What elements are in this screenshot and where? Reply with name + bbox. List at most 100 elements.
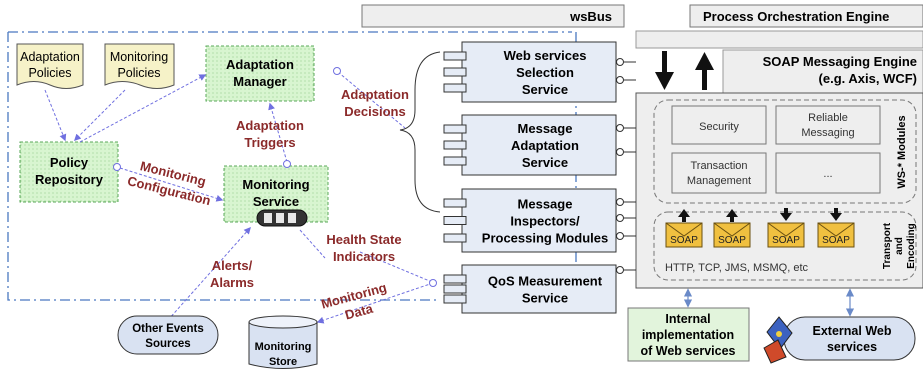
adaptation-policies-line1: Adaptation [20, 50, 80, 64]
other-events-line1: Other Events [132, 323, 204, 335]
trigger-port [283, 160, 291, 168]
policy-repository-line2: Repository [35, 172, 104, 187]
wsbus-bar: wsBus [361, 4, 625, 28]
alerts-alarms-line1: Alerts/ [212, 258, 253, 273]
message-inspectors-modules-label-2: Inspectors/ [510, 214, 580, 229]
monitoring-store-line1: Monitoring [255, 341, 312, 353]
adaptation-manager: Adaptation Manager [205, 45, 315, 102]
component-tab [443, 233, 467, 243]
ws-modules-group: Security Reliable Messaging Transaction … [653, 99, 917, 204]
monitoring-service-line1: Monitoring [242, 177, 309, 192]
down-arrow-icon [780, 213, 792, 221]
adaptation-policies-line2: Policies [28, 66, 71, 80]
up-arrow-icon [678, 209, 690, 217]
reliable-label-1: Reliable [808, 112, 848, 124]
adaptation-decisions-line1: Adaptation [341, 87, 409, 102]
component-tab [443, 83, 467, 93]
soap-engine-subtitle: (e.g. Axis, WCF) [819, 71, 917, 86]
other-events-line2: Sources [145, 338, 190, 350]
interface-lollipop [616, 58, 636, 66]
transport-side-label-1: Transport [882, 222, 893, 269]
repo-port [113, 163, 121, 171]
soap-envelope-icon: SOAP [665, 209, 703, 248]
qos-measurement-service-label-1: QoS Measurement [488, 274, 603, 289]
transport-encoding-group: SOAP SOAP SOAP SOAP HTTP, TCP, JMS, MSMQ, e… [653, 208, 917, 281]
external-web-services: External Web services [783, 316, 916, 361]
process-orchestration-bar: Process Orchestration Engine [689, 4, 923, 28]
qos-port [429, 279, 437, 287]
adaptation-decisions-line2: Decisions [344, 104, 405, 119]
web-service-cloud-icon [763, 316, 793, 364]
internal-impl-line3: of Web services [641, 344, 736, 358]
transaction-label-2: Management [687, 175, 751, 187]
adaptation-manager-line1: Adaptation [226, 57, 294, 72]
alerts-connector [167, 226, 251, 321]
monitoring-config-connector [119, 167, 224, 202]
message-adaptation-service-label-1: Message [518, 121, 573, 136]
internal-impl-line2: implementation [642, 328, 734, 342]
health-state-line1: Health State [326, 232, 401, 247]
soap-envelope-icon: SOAP [817, 208, 855, 248]
other-events-sources: Other Events Sources [117, 315, 219, 355]
interface-lollipop [616, 124, 636, 132]
soap-envelope-label: SOAP [772, 235, 800, 246]
soap-envelope-icon: SOAP [713, 209, 751, 248]
message-adaptation-service-label-3: Service [522, 155, 568, 170]
internal-implementation: Internal implementation of Web services [627, 307, 750, 362]
monitoring-data-line2: Data [343, 301, 375, 323]
adapt-policy-to-repo-connector [44, 89, 67, 142]
monitoring-policies-line2: Policies [117, 66, 160, 80]
security-label: Security [699, 121, 739, 133]
security-module [671, 105, 767, 145]
monitoring-policies-doc: Monitoring Policies [104, 43, 175, 89]
orchestration-base-bar [635, 30, 923, 49]
component-tab [443, 51, 467, 61]
component-tab [443, 284, 467, 294]
internal-impl-line1: Internal [665, 312, 710, 326]
framework-boundary [7, 31, 572, 301]
soap-messaging-engine: SOAP Messaging Engine (e.g. Axis, WCF) [722, 49, 923, 95]
up-arrow-icon [726, 209, 738, 217]
reliable-label-2: Messaging [801, 127, 854, 139]
soap-engine-title: SOAP Messaging Engine [763, 54, 917, 69]
module-bracket [399, 51, 441, 213]
transaction-module [671, 152, 767, 194]
down-arrow-icon [655, 51, 674, 90]
monitoring-service-line2: Service [253, 194, 299, 209]
message-inspectors-modules-label-1: Message [518, 197, 573, 212]
down-arrow-icon [830, 213, 842, 221]
message-queue-icon [256, 209, 308, 227]
interface-lollipop [616, 198, 636, 206]
component-tab [443, 198, 467, 208]
manager-port [333, 67, 341, 75]
web-services-selection-service-label-3: Service [522, 82, 568, 97]
message-adaptation-service-label-2: Adaptation [511, 138, 579, 153]
adaptation-trigger-connector [268, 102, 288, 163]
component-tab [443, 140, 467, 150]
health-state-connector [299, 229, 326, 259]
policy-repository-line1: Policy [50, 155, 89, 170]
adaptation-triggers-line1: Adaptation [236, 118, 304, 133]
policy-repository: Policy Repository [19, 141, 119, 203]
interface-lollipop [616, 266, 636, 274]
qos-measurement-service-label-2: Service [522, 291, 568, 306]
soap-envelope-label: SOAP [670, 235, 698, 246]
monitoring-data-connector [316, 282, 434, 324]
interface-lollipop [616, 148, 636, 156]
transport-side-label-2: and [894, 237, 905, 255]
component-tab [443, 216, 467, 225]
monitor-policy-to-repo-connector [74, 89, 126, 141]
interface-lollipop [616, 76, 636, 84]
more-modules-label: ... [823, 168, 832, 180]
transport-side-label-3: Encoding [906, 223, 917, 269]
soap-envelope-label: SOAP [822, 235, 850, 246]
health-to-qos-connector [359, 251, 433, 283]
adaptation-triggers-line2: Triggers [244, 135, 295, 150]
protocols-label: HTTP, TCP, JMS, MSMQ, etc [665, 262, 809, 274]
component-tab [443, 274, 467, 284]
transaction-label-1: Transaction [690, 160, 747, 172]
